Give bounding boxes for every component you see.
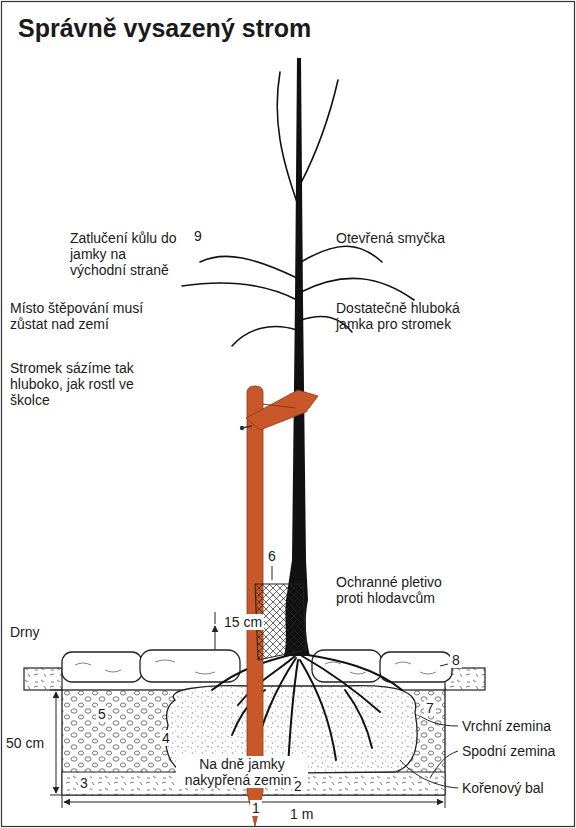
callout-number: 4 — [160, 730, 172, 746]
callout-number: 8 — [450, 652, 462, 668]
dimension-lines — [50, 612, 445, 808]
dimension: 15 cm — [222, 614, 264, 630]
callout-number: 5 — [96, 706, 108, 722]
callout-number: 1 — [250, 800, 262, 816]
part-label: Kořenový bal — [462, 780, 544, 796]
note: Místo štěpování musí zůstat nad zemí — [10, 300, 175, 332]
open-loop-tie — [262, 404, 296, 408]
trunk — [284, 58, 310, 656]
part-label: Na dně jamky nakypřená zemina — [176, 756, 308, 788]
part-label: Vrchní zemina — [462, 718, 551, 734]
callout-number: 6 — [266, 548, 278, 564]
note: Stromek sázíme tak hluboko, jak rostl ve… — [10, 360, 148, 408]
part-label: Drny — [10, 624, 40, 640]
note: Ochranné pletivo proti hlodavcům — [336, 574, 471, 606]
callout-number: 3 — [78, 775, 90, 791]
nail — [242, 426, 252, 428]
note: Zatlučení kůlu do jamky na východní stra… — [70, 230, 182, 278]
title: Správně vysazený strom — [18, 14, 311, 43]
ground-surface — [24, 668, 62, 690]
note: Otevřená smyčka — [336, 230, 445, 246]
roots — [212, 654, 402, 768]
callout-number: 7 — [424, 700, 436, 716]
dimension: 1 m — [288, 806, 315, 822]
open-loop-tie — [246, 390, 318, 430]
note: Dostatečně hluboká jamka pro stromek — [336, 300, 486, 332]
callout-number: 9 — [192, 228, 204, 244]
part-label: Spodní zemina — [462, 743, 555, 759]
callout-number: 2 — [292, 778, 304, 794]
dimension: 50 cm — [6, 735, 44, 751]
